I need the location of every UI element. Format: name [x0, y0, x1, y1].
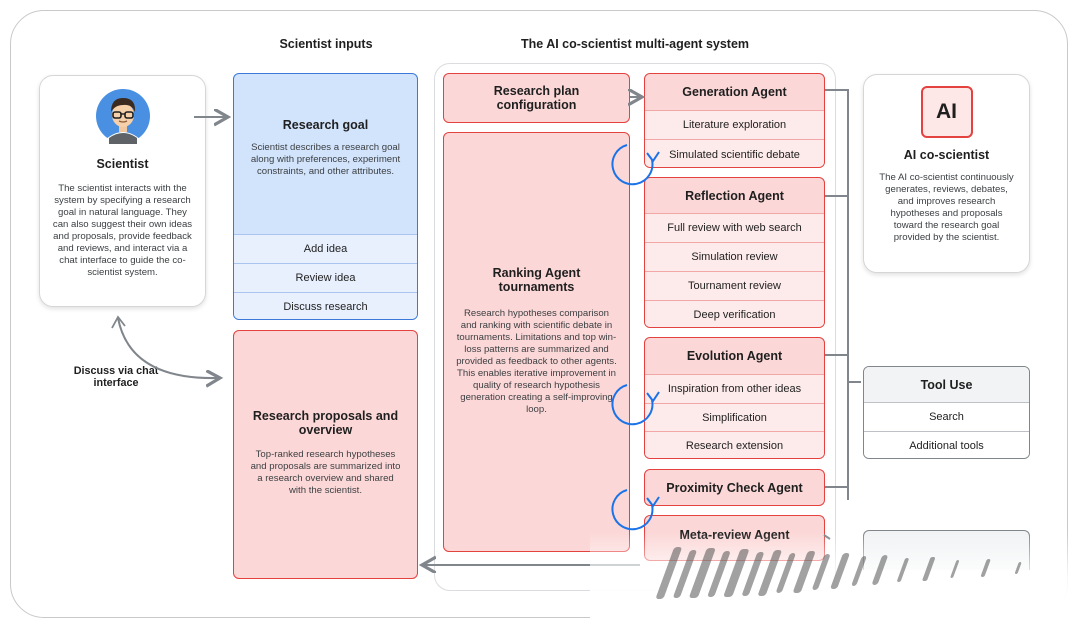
blur-streak-artifact — [656, 547, 1022, 599]
scientist-description: The scientist interacts with the system … — [52, 183, 193, 278]
tournament-review-item: Tournament review — [645, 271, 824, 300]
ai-co-scientist-card: AI AI co-scientist The AI co-scientist c… — [863, 74, 1030, 273]
reflection-agent-title: Reflection Agent — [685, 188, 784, 203]
ranking-agent-box: Ranking Agent tournaments Research hypot… — [443, 132, 630, 552]
simulation-review-item: Simulation review — [645, 242, 824, 271]
ai-co-scientist-description: The AI co-scientist continuously generat… — [879, 172, 1014, 243]
scientist-inputs-heading: Scientist inputs — [279, 37, 373, 51]
ai-logo-icon: AI — [920, 86, 973, 138]
ranking-agent-description: Research hypotheses comparison and ranki… — [456, 308, 617, 415]
additional-tools-item: Additional tools — [864, 431, 1029, 458]
evolution-agent-box: Evolution Agent Inspiration from other i… — [644, 337, 825, 459]
proximity-check-agent-box: Proximity Check Agent — [644, 469, 825, 506]
loop-arrow-icon — [611, 144, 660, 186]
tool-use-box: Tool Use Search Additional tools — [863, 366, 1030, 459]
ai-co-scientist-title: AI co-scientist — [903, 148, 990, 162]
scientist-card: Scientist The scientist interacts with t… — [39, 75, 206, 307]
research-goal-description: Scientist describes a research goal alon… — [250, 142, 401, 177]
research-goal-title: Research goal — [282, 118, 369, 132]
literature-exploration-item: Literature exploration — [645, 110, 824, 139]
research-proposals-box: Research proposals and overview Top-rank… — [233, 330, 418, 579]
scientist-title: Scientist — [96, 157, 149, 171]
simplification-item: Simplification — [645, 403, 824, 431]
ai-logo-text: AI — [936, 100, 957, 123]
discuss-research-button[interactable]: Discuss research — [234, 292, 417, 319]
ranking-agent-title: Ranking Agent tournaments — [492, 266, 581, 294]
scientist-avatar-icon — [95, 89, 150, 144]
loop-arrow-icon — [611, 489, 660, 531]
research-extension-item: Research extension — [645, 431, 824, 458]
search-tool-item: Search — [864, 402, 1029, 431]
research-plan-configuration-box: Research plan configuration — [443, 73, 630, 123]
full-review-item: Full review with web search — [645, 213, 824, 242]
chat-interface-label: Discuss via chat interface — [73, 365, 159, 389]
system-heading: The AI co-scientist multi-agent system — [520, 37, 750, 51]
simulated-debate-item: Simulated scientific debate — [645, 139, 824, 167]
chat-curve-start-arrowhead — [111, 315, 126, 329]
tool-use-title: Tool Use — [864, 367, 1029, 402]
inspiration-item: Inspiration from other ideas — [645, 374, 824, 403]
review-idea-button[interactable]: Review idea — [234, 263, 417, 292]
generation-agent-box: Generation Agent Literature exploration … — [644, 73, 825, 168]
loop-arrow-icon — [611, 384, 660, 426]
proximity-check-agent-title: Proximity Check Agent — [666, 480, 803, 495]
add-idea-button[interactable]: Add idea — [234, 234, 417, 263]
research-proposals-title: Research proposals and overview — [252, 409, 399, 437]
research-goal-box: Research goal Scientist describes a rese… — [233, 73, 418, 320]
chat-curve-arrow — [117, 317, 218, 378]
reflection-agent-box: Reflection Agent Full review with web se… — [644, 177, 825, 328]
generation-agent-title: Generation Agent — [682, 85, 787, 99]
deep-verification-item: Deep verification — [645, 300, 824, 327]
evolution-agent-title: Evolution Agent — [686, 349, 783, 363]
agents-to-tools-connector — [825, 89, 861, 488]
research-proposals-description: Top-ranked research hypotheses and propo… — [250, 449, 401, 496]
research-plan-configuration-title: Research plan configuration — [493, 84, 580, 112]
